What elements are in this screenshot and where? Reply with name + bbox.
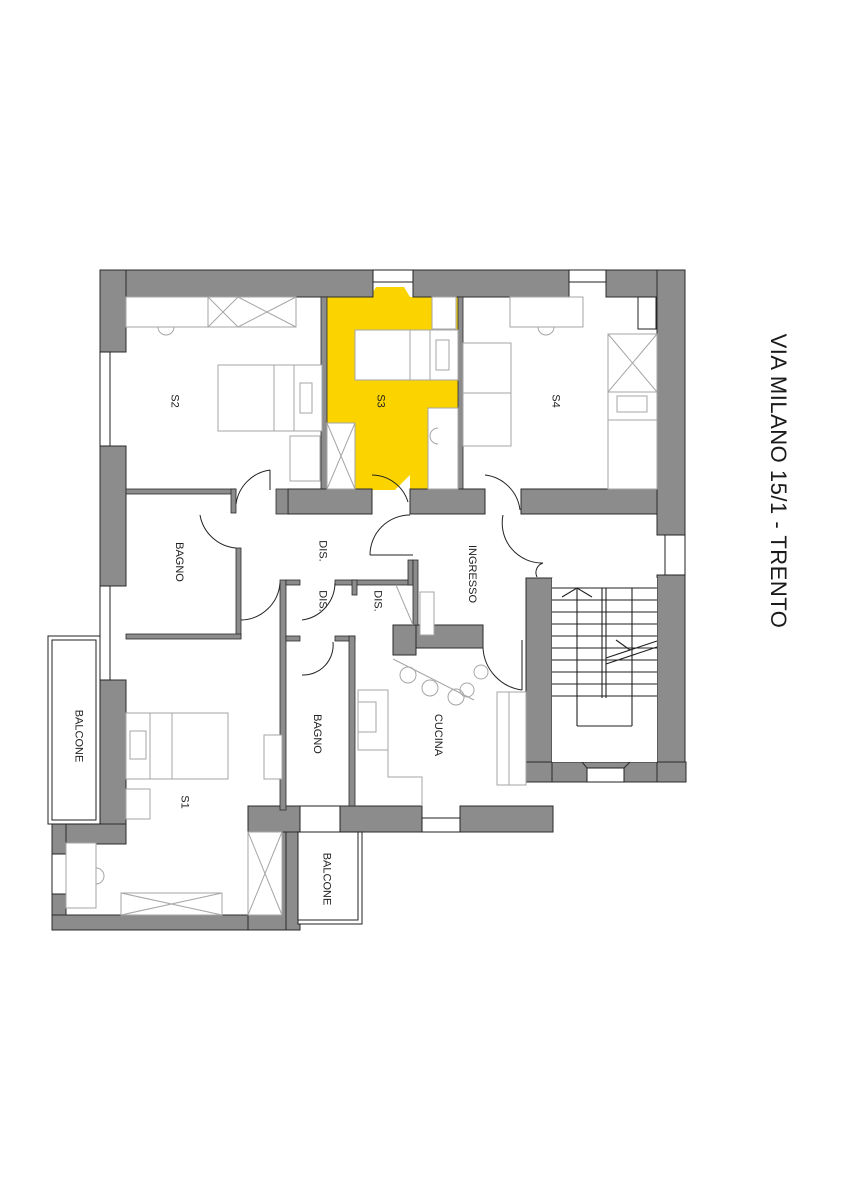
room-label-bagno-2: BAGNO [310,714,323,754]
staircase [552,578,658,762]
room-label-balcone-2: BALCONE [320,852,333,906]
room-label-dis-3: DIS. [371,590,384,612]
address-title: VIA MILANO 15/1 - TRENTO [766,333,791,629]
interior-walls [125,296,658,811]
furniture [65,296,658,916]
room-label-bagno-1: BAGNO [172,542,185,582]
doors [199,469,544,691]
room-label-s1: S1 [178,795,191,809]
room-label-s4: S4 [549,394,562,408]
room-label-s3: S3 [374,394,387,408]
windows [51,269,686,895]
balconies [47,635,363,925]
room-label-balcone-1: BALCONE [72,709,85,763]
room-label-dis-2: DIS. [316,590,329,612]
room-label-ingresso: INGRESSO [466,544,479,604]
room-label-cucina: CUCINA [432,713,445,757]
room-label-s2: S2 [168,394,181,408]
room-label-dis-1: DIS. [316,540,329,562]
